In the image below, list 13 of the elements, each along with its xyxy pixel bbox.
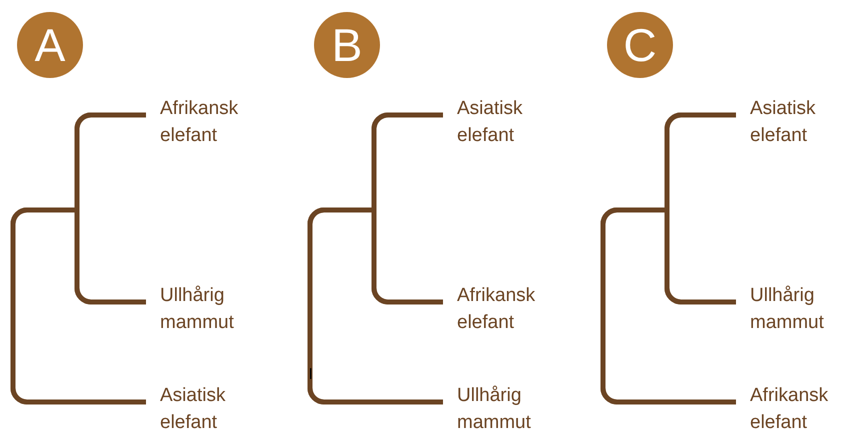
panel-letter-badge: A [17,12,83,78]
panel-letter-badge: B [314,12,380,78]
species-label: Afrikansk elefant [146,95,256,149]
species-label: Ullhårig mammut [146,282,256,336]
stray-mark: l [309,366,312,383]
species-label: Ullhårig mammut [736,282,846,336]
species-label: Ullhårig mammut [443,382,553,434]
species-label: Asiatisk elefant [736,95,846,149]
species-label: Afrikansk elefant [736,382,846,434]
species-label: Asiatisk elefant [146,382,256,434]
panel-letter-badge: C [607,12,673,78]
species-label: Asiatisk elefant [443,95,553,149]
species-label: Afrikansk elefant [443,282,553,336]
